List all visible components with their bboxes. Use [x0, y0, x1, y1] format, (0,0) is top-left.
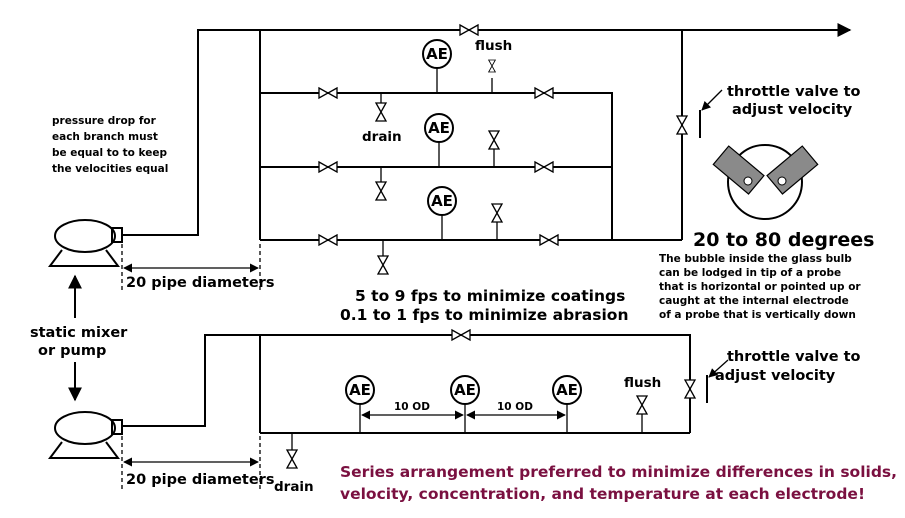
branch1-outlet-valve-icon[interactable]: [534, 87, 554, 99]
series-ae-probe-2: AE: [450, 375, 480, 405]
svg-text:AE: AE: [454, 381, 476, 399]
header-valve-icon[interactable]: [459, 24, 479, 36]
series-ae-probe-3: AE: [552, 375, 582, 405]
drain-label-top: drain: [362, 129, 402, 145]
svg-text:AE: AE: [428, 119, 450, 137]
branch2-inlet-valve-icon[interactable]: [318, 161, 338, 173]
top-pump: [48, 219, 123, 267]
bottom-drain-valve-icon[interactable]: [286, 449, 298, 469]
pressure-drop-note: pressure drop for each branch must be eq…: [52, 115, 171, 175]
degrees-label: 20 to 80 degrees: [693, 229, 874, 251]
bottom-flush-valve-icon[interactable]: [636, 395, 648, 415]
flush-valve-icon[interactable]: [487, 59, 497, 73]
drain-valve-icon[interactable]: [375, 102, 387, 122]
branch2-outlet-valve-icon[interactable]: [534, 161, 554, 173]
probe-angle-illustration: [712, 144, 819, 220]
od-label-2: 10 OD: [497, 401, 533, 413]
bottom-throttle-line2: adjust velocity: [715, 368, 836, 384]
top-feed-pipe: [122, 29, 260, 236]
bottom-header-valve-icon[interactable]: [451, 329, 471, 341]
branch3-drain-valve-icon[interactable]: [377, 255, 389, 275]
branch1-inlet-valve-icon[interactable]: [318, 87, 338, 99]
top-throttle-line1: throttle valve to: [727, 84, 861, 100]
bottom-header-pipe: [260, 334, 691, 433]
branch3-outlet-valve-icon[interactable]: [539, 234, 559, 246]
static-mixer-label: static mixer or pump: [30, 325, 132, 359]
bottom-pipe-diameters-label: 20 pipe diameters: [126, 472, 274, 488]
top-pipe-diameters-label: 20 pipe diameters: [126, 275, 274, 291]
flush-label-bottom: flush: [624, 375, 661, 391]
ae-probe-1: AE: [422, 39, 452, 69]
svg-text:AE: AE: [349, 381, 371, 399]
branch3-flush-valve-icon[interactable]: [491, 203, 503, 223]
branch3-inlet-valve-icon[interactable]: [318, 234, 338, 246]
ae-probe-2: AE: [424, 113, 454, 143]
svg-text:AE: AE: [431, 192, 453, 210]
ae-probe-3: AE: [427, 186, 457, 216]
bottom-throttle-valve-icon[interactable]: [684, 379, 696, 399]
branch2-flush-valve-icon[interactable]: [488, 130, 500, 150]
series-ae-probe-1: AE: [345, 375, 375, 405]
bottom-throttle-line1: throttle valve to: [727, 349, 861, 365]
branch2-drain-valve-icon[interactable]: [375, 181, 387, 201]
od-label-1: 10 OD: [394, 401, 430, 413]
bottom-pump: [48, 411, 123, 459]
svg-text:AE: AE: [426, 45, 448, 63]
velocity-coatings-label: 5 to 9 fps to minimize coatings: [355, 287, 625, 305]
bottom-feed-pipe: [122, 334, 260, 427]
velocity-abrasion-label: 0.1 to 1 fps to minimize abrasion: [340, 306, 629, 324]
bubble-note: The bubble inside the glass bulb can be …: [659, 253, 864, 321]
top-throttle-line2: adjust velocity: [732, 102, 853, 118]
series-arrangement-note: Series arrangement preferred to minimize…: [340, 463, 902, 503]
top-throttle-valve-icon[interactable]: [676, 115, 688, 135]
svg-text:AE: AE: [556, 381, 578, 399]
flush-label-top: flush: [475, 38, 512, 54]
top-branch-1: [260, 92, 613, 240]
drain-label-bottom: drain: [274, 479, 314, 495]
